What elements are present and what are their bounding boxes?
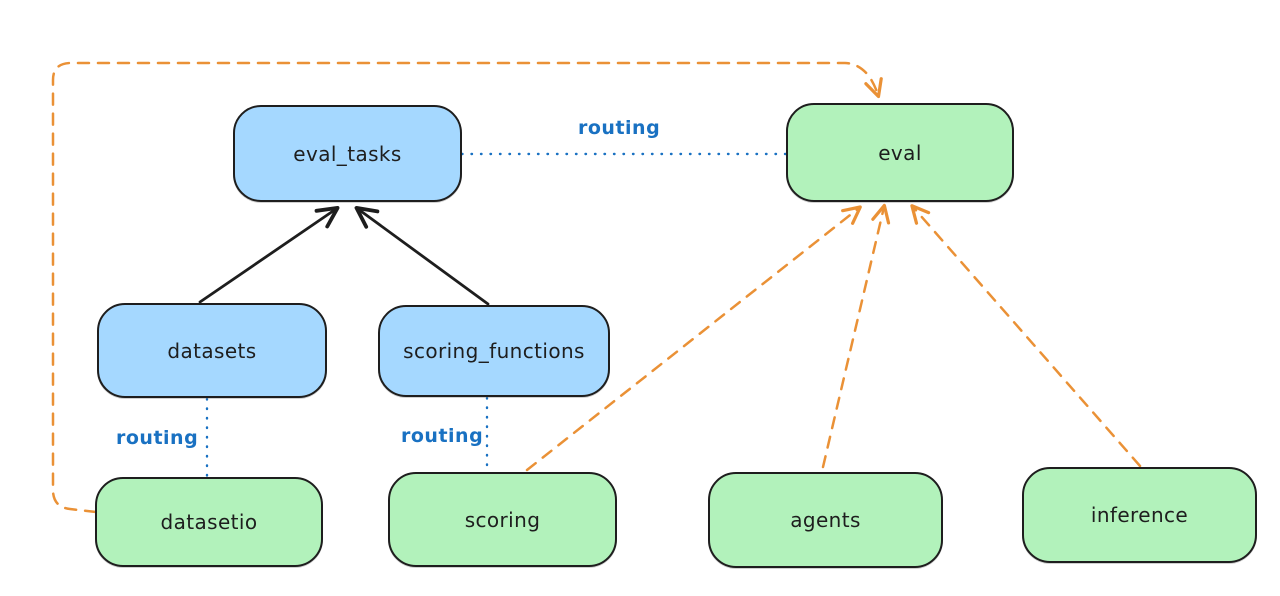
edge-datasets-eval-tasks xyxy=(198,206,340,304)
node-scoring-label: scoring xyxy=(464,507,541,532)
node-scoring-functions-label: scoring_functions xyxy=(403,339,585,363)
node-eval-tasks-label: eval_tasks xyxy=(293,141,402,166)
node-datasetio: datasetio xyxy=(95,477,323,567)
node-datasets-label: datasets xyxy=(167,338,257,363)
node-datasetio-label: datasetio xyxy=(160,510,258,534)
node-scoring-functions: scoring_functions xyxy=(378,305,610,397)
edge-inference-eval xyxy=(910,204,1142,468)
edge-label-routing-eval-tasks-eval: routing xyxy=(578,117,661,139)
node-inference-label: inference xyxy=(1090,503,1189,527)
node-inference: inference xyxy=(1022,467,1257,563)
edge-agents-eval xyxy=(821,203,891,469)
node-eval-tasks: eval_tasks xyxy=(233,105,462,202)
node-eval: eval xyxy=(786,103,1014,202)
edge-label-routing-scoring-functions-scoring: routing xyxy=(401,425,484,447)
node-scoring: scoring xyxy=(388,472,617,567)
node-agents: agents xyxy=(708,472,943,568)
node-agents-label: agents xyxy=(790,508,861,532)
edge-scoring-functions-eval-tasks xyxy=(354,205,490,306)
node-datasets: datasets xyxy=(97,303,327,398)
edge-label-routing-datasets-datasetio: routing xyxy=(116,427,199,449)
node-eval-label: eval xyxy=(878,140,922,165)
